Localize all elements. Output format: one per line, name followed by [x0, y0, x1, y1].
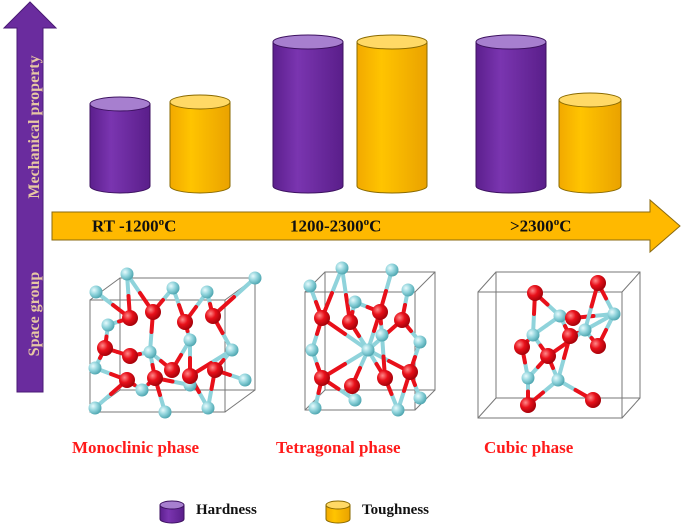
oxygen-atom [147, 370, 163, 386]
legend-toughness-label: Toughness [362, 502, 429, 518]
oxygen-atom [122, 310, 138, 326]
oxygen-atom [97, 340, 113, 356]
oxygen-atom [314, 310, 330, 326]
temperature-label-2: 1200-2300oC [290, 216, 382, 236]
oxygen-atom [314, 370, 330, 386]
phase-label-monoclinic: Monoclinic phase [72, 438, 200, 457]
metal-atom [348, 295, 362, 309]
legend-hardness-label: Hardness [196, 502, 257, 518]
metal-atom [308, 401, 322, 415]
metal-atom [401, 283, 415, 297]
metal-atom [553, 309, 567, 323]
metal-atom [413, 335, 427, 349]
metal-atom [183, 333, 197, 347]
legend-toughness-swatch [325, 500, 351, 524]
temperature-arrow [51, 198, 681, 254]
metal-atom [89, 285, 103, 299]
metal-atom [120, 267, 134, 281]
legend-hardness: Hardness [196, 502, 257, 519]
oxygen-atom [182, 368, 198, 384]
oxygen-atom [122, 348, 138, 364]
oxygen-atom [205, 308, 221, 324]
oxygen-atom [207, 362, 223, 378]
crystal-structures [88, 261, 641, 419]
metal-atom [361, 343, 375, 357]
oxygen-atom [565, 310, 581, 326]
metal-atom [88, 361, 102, 375]
oxygen-atom [514, 339, 530, 355]
metal-atom [551, 373, 565, 387]
oxygen-atom [372, 304, 388, 320]
metal-atom [375, 328, 389, 342]
crystal-tetragonal [303, 261, 436, 417]
crystal-cubic [477, 271, 641, 419]
legend-hardness-swatch [159, 500, 185, 524]
metal-atom [201, 401, 215, 415]
hardness-cylinder-cubic [475, 34, 547, 194]
hardness-cylinder-monoclinic [89, 96, 151, 194]
cylinders [89, 34, 622, 194]
legend-swatches [159, 500, 351, 524]
metal-atom [158, 405, 172, 419]
crystal-monoclinic [88, 267, 262, 419]
axis-label-mechanical-property: Mechanical property [26, 55, 43, 199]
metal-atom [101, 318, 115, 332]
axis-label-space-group: Space group [26, 271, 43, 357]
temperature-label-1: RT -1200oC [92, 216, 177, 236]
oxygen-atom [590, 275, 606, 291]
metal-atom [248, 271, 262, 285]
oxygen-atom [377, 370, 393, 386]
oxygen-atom [540, 348, 556, 364]
metal-atom [225, 343, 239, 357]
oxygen-atom [590, 338, 606, 354]
oxygen-atom [119, 372, 135, 388]
metal-atom [200, 285, 214, 299]
toughness-cylinder-tetragonal [356, 34, 428, 194]
oxygen-atom [402, 364, 418, 380]
metal-atom [166, 281, 180, 295]
vertical-arrow [2, 1, 58, 393]
oxygen-atom [585, 392, 601, 408]
temperature-label-3: >2300oC [510, 216, 572, 236]
oxygen-atom [520, 397, 536, 413]
phase-label-tetragonal: Tetragonal phase [276, 438, 401, 457]
oxygen-atom [177, 314, 193, 330]
metal-atom [391, 403, 405, 417]
metal-atom [238, 373, 252, 387]
metal-atom [88, 401, 102, 415]
oxygen-atom [344, 378, 360, 394]
hardness-cylinder-tetragonal [272, 34, 344, 194]
phase-label-cubic: Cubic phase [484, 438, 574, 457]
oxygen-atom [342, 314, 358, 330]
metal-atom [385, 263, 399, 277]
metal-atom [143, 345, 157, 359]
oxygen-atom [562, 328, 578, 344]
metal-atom [305, 343, 319, 357]
metal-atom [607, 307, 621, 321]
oxygen-atom [527, 285, 543, 301]
oxygen-atom [164, 362, 180, 378]
metal-atom [521, 371, 535, 385]
metal-atom [303, 279, 317, 293]
metal-atom [578, 323, 592, 337]
toughness-cylinder-monoclinic [169, 94, 231, 194]
legend-toughness: Toughness [362, 502, 429, 519]
metal-atom [348, 393, 362, 407]
oxygen-atom [394, 312, 410, 328]
toughness-cylinder-cubic [558, 92, 622, 194]
metal-atom [526, 328, 540, 342]
metal-atom [335, 261, 349, 275]
metal-atom [135, 383, 149, 397]
metal-atom [413, 391, 427, 405]
oxygen-atom [145, 304, 161, 320]
